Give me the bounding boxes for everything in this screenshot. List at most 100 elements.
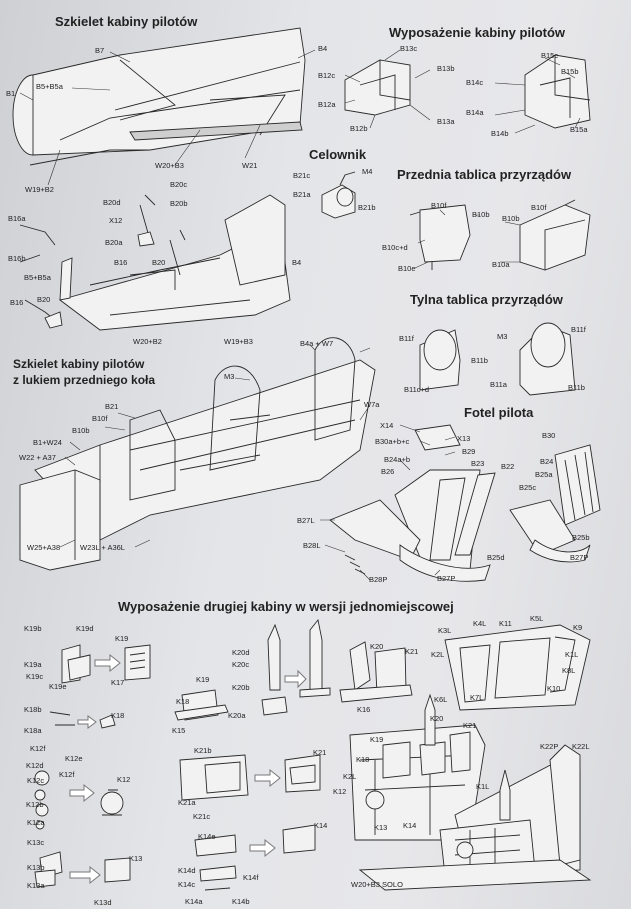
part-label: M4 [362,167,373,176]
section-title-cockpit-equipment: Wyposażenie kabiny pilotów [389,25,566,40]
part-label: B20 [37,295,51,304]
part-label: B21b [358,203,376,212]
part-label: K21 [313,748,327,757]
part-label: K10 [547,684,561,693]
part-label: W23L + A36L [80,543,125,552]
part-label: K14e [198,832,216,841]
section-title-pilot-seat: Fotel pilota [464,405,534,420]
part-label: K12 [117,775,131,784]
gunsight-drawing [322,172,355,218]
part-label: W19+B2 [25,185,54,194]
section-title-nosegear-frame-line2: z lukiem przedniego koła [13,373,156,387]
part-label: K19 [196,675,210,684]
part-label: B25a [535,470,553,479]
part-label: B27L [297,516,315,525]
part-label: K14d [178,866,196,875]
part-label: W25+A38 [27,543,61,552]
pilot-seat-drawing [330,425,600,581]
part-label: B11c+d [404,385,430,394]
part-label: K13b [27,863,45,872]
part-label: B11f [571,325,586,334]
part-label: K20 [370,642,384,651]
part-label: K19 [370,735,384,744]
part-label: B10c+d [382,243,408,252]
part-label: X12 [109,216,123,225]
part-label: B21c [293,171,311,180]
part-label: B15c [541,51,559,60]
part-label: K12d [26,761,44,770]
part-label: B30a+b+c [375,437,410,446]
part-label: B20d [103,198,121,207]
part-label: K21c [193,812,211,821]
part-label: W20+B3 [155,161,184,170]
part-label: B13a [437,117,455,126]
part-label: K14f [243,873,259,882]
part-label: K16 [357,705,371,714]
part-label: K18 [111,711,125,720]
part-label: B24a+b [384,455,411,464]
section-title-cockpit-frame: Szkielet kabiny pilotów [55,14,198,29]
cockpit-equipment-drawing [345,55,590,128]
part-label: B20c [170,180,188,189]
part-label: B10e [398,264,416,273]
part-label: K19d [76,624,94,633]
part-label: K13 [129,854,143,863]
part-label: K14c [178,880,196,889]
part-label: K12f [30,744,46,753]
part-label: K12b [26,800,44,809]
part-label: B11a [490,380,507,389]
part-label: W19+B3 [224,337,253,346]
part-label: K14 [403,821,417,830]
section-title-rear-panel: Tylna tablica przyrządów [410,292,563,307]
part-label: K13d [94,898,112,907]
part-label: K20b [232,683,250,692]
part-label: B12a [318,100,336,109]
part-label: B21 [105,402,119,411]
part-label: B1 [6,89,16,98]
part-label: K8L [562,666,576,675]
part-label: W22 + A37 [19,453,56,462]
part-label: K19e [49,682,67,691]
part-label: M3 [224,372,235,381]
part-label: B25b [572,533,590,542]
part-label: B14c [466,78,484,87]
part-label: K19b [24,624,42,633]
part-label: B30 [542,431,556,440]
part-label: K13c [27,838,45,847]
part-label: M3 [497,332,508,341]
part-label: B4a + W7 [300,339,334,348]
part-label: K21a [178,798,196,807]
part-label: B10b [472,210,490,219]
part-label: K12a [27,818,45,827]
rear-panel-drawing [420,323,575,395]
part-label: B15b [561,67,579,76]
part-label: K4L [473,619,487,628]
part-label: K22L [572,742,590,751]
part-label: B20b [170,199,188,208]
part-label: B29 [462,447,476,456]
part-label: B28P [369,575,388,584]
part-label: K19 [115,634,129,643]
part-label: K5L [530,614,544,623]
part-label: B12c [318,71,336,80]
part-label: B16 [10,298,24,307]
part-label: K17 [111,678,125,687]
part-label: K18a [24,726,42,735]
cockpit-seat-lower-drawing [20,195,290,330]
second-cockpit-equipment-drawing [35,620,590,890]
part-label: B15a [570,125,588,134]
part-label: B12b [350,124,368,133]
cockpit-nosegear-frame-drawing [20,338,375,570]
part-label: B1+W24 [33,438,62,447]
part-label: B27P [570,553,589,562]
part-label: W20+B2 [133,337,162,346]
section-title-front-panel: Przednia tablica przyrządów [397,167,572,182]
part-label: B11b [471,356,488,365]
part-label: B10f [92,414,108,423]
part-label: K21 [405,647,419,656]
part-label: B28L [303,541,321,550]
part-label: K22P [540,742,559,751]
part-label: B16a [8,214,26,223]
cockpit-frame-drawing [13,28,305,165]
